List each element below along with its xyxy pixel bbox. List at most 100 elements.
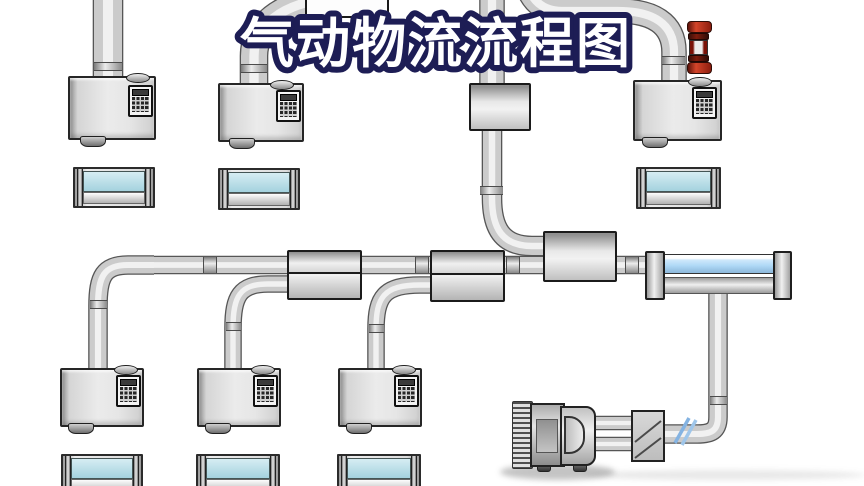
station-outlet-stub	[205, 423, 231, 434]
bin-window	[71, 458, 133, 479]
bin-side-bar	[145, 169, 151, 206]
bin-side-bar	[65, 456, 71, 486]
bin-side-bar	[711, 169, 717, 207]
inline-diverter-top	[469, 83, 531, 131]
transfer-box-2	[430, 250, 505, 302]
transfer-box-upper-channel	[432, 252, 503, 275]
bin-window	[83, 171, 145, 192]
station-keypad	[128, 85, 153, 117]
station-inlet-port	[688, 77, 712, 87]
tube-unit-left-cap	[645, 251, 665, 300]
station-bottom-center	[197, 365, 281, 434]
pipe-joint	[506, 257, 520, 273]
bin-lower-band	[228, 193, 290, 206]
bin-bottom-left	[61, 454, 143, 486]
station-outlet-stub	[229, 138, 255, 149]
keypad-keys	[398, 387, 415, 402]
station-keypad	[253, 375, 278, 407]
return-air-tube	[658, 277, 780, 294]
motor-window	[536, 419, 558, 453]
station-inlet-port	[270, 80, 294, 90]
keypad-keys	[132, 97, 149, 112]
station-top-left	[68, 73, 156, 147]
top-edge-box	[305, 0, 389, 18]
station-inlet-port	[392, 365, 416, 375]
bin-side-bar	[77, 169, 83, 206]
transparent-tube	[658, 254, 780, 274]
carrier-bottom-cap	[687, 62, 712, 74]
station-bottom-left	[60, 365, 144, 434]
merge-box	[543, 231, 617, 282]
bin-top-left	[73, 167, 155, 208]
bin-bottom-right	[337, 454, 421, 486]
pipe-joint	[203, 257, 217, 273]
transfer-box-upper-channel	[289, 252, 360, 274]
flex-coupling-blue	[673, 417, 698, 446]
pipe-joint	[241, 64, 267, 73]
carrier-band	[688, 33, 709, 40]
keypad-keys	[280, 102, 297, 117]
bin-side-bar	[133, 456, 139, 486]
floor-shadow	[585, 470, 864, 480]
carrier-capsule	[687, 21, 712, 74]
pipe-joint	[415, 257, 429, 273]
carrier-top-cap	[687, 21, 712, 33]
station-bottom-right	[338, 365, 422, 434]
pipe-joint	[369, 324, 384, 333]
valve-diagonal-channel	[634, 420, 662, 459]
bin-side-bar	[640, 169, 646, 207]
bin-lower-band	[646, 192, 711, 205]
tube-unit-right-cap	[773, 251, 792, 300]
blower-motor	[530, 403, 565, 467]
pipe-joint	[90, 300, 107, 309]
diagram-title: 气动物流流程图	[234, 6, 636, 81]
station-inlet-port	[114, 365, 138, 375]
pipe-joint	[226, 322, 241, 331]
station-top-right	[633, 77, 722, 148]
bin-window	[347, 458, 411, 479]
bin-lower-band	[71, 479, 133, 486]
bin-side-bar	[341, 456, 347, 486]
keypad-display	[280, 94, 297, 101]
bin-lower-band	[83, 192, 145, 204]
station-outlet-stub	[80, 136, 106, 147]
drum-face	[564, 416, 585, 454]
keypad-display	[398, 379, 415, 386]
station-outlet-stub	[68, 423, 94, 434]
blower-drum	[560, 406, 596, 466]
pipe-joint	[94, 62, 122, 71]
bin-window	[206, 458, 270, 479]
bin-top-right	[636, 167, 721, 209]
title-text: 气动物流流程图	[240, 12, 632, 75]
bin-side-bar	[222, 170, 228, 208]
bin-side-bar	[200, 456, 206, 486]
keypad-keys	[120, 387, 137, 402]
station-outlet-stub	[642, 137, 668, 148]
bin-side-bar	[411, 456, 417, 486]
bin-top-center	[218, 168, 300, 210]
pipe-joint	[625, 257, 639, 273]
station-outlet-stub	[346, 423, 372, 434]
pipe-joint	[710, 396, 727, 405]
pipe-joint	[662, 56, 685, 65]
keypad-display	[696, 91, 713, 98]
keypad-display	[257, 379, 274, 386]
station-top-center	[218, 80, 304, 149]
station-inlet-port	[126, 73, 150, 83]
keypad-display	[120, 379, 137, 386]
bin-lower-band	[347, 479, 411, 486]
pipe-joint	[480, 186, 503, 195]
bin-side-bar	[290, 170, 296, 208]
station-keypad	[394, 375, 419, 407]
keypad-display	[132, 89, 149, 96]
transfer-box-lower-channel	[432, 277, 503, 300]
keypad-keys	[696, 99, 713, 114]
bin-bottom-center	[196, 454, 280, 486]
bin-side-bar	[270, 456, 276, 486]
bin-window	[646, 171, 711, 192]
station-keypad	[276, 90, 301, 122]
station-keypad	[116, 375, 141, 407]
bin-window	[228, 172, 290, 193]
transfer-box-lower-channel	[289, 276, 360, 298]
